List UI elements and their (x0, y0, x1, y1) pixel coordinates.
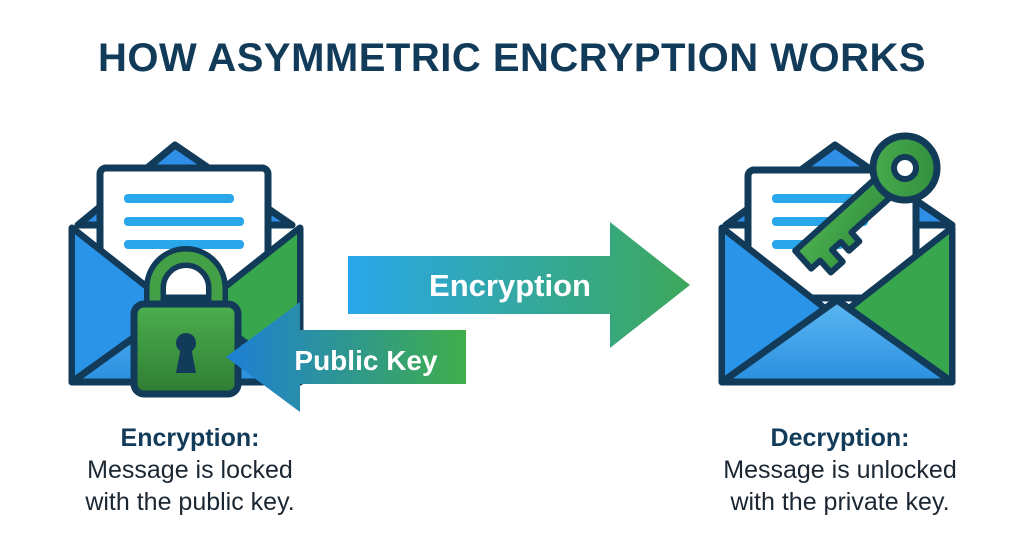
padlock-icon (130, 246, 242, 398)
public-key-label: Public Key (294, 345, 438, 376)
key-icon (792, 132, 941, 276)
encryption-caption: Encryption: Message is locked with the p… (40, 422, 340, 518)
left-letter-icon (96, 164, 272, 302)
decryption-caption: Decryption: Message is unlocked with the… (690, 422, 990, 518)
encryption-caption-line2: with the public key. (85, 488, 295, 516)
decryption-caption-heading: Decryption: (770, 424, 910, 452)
diagram-title: HOW ASYMMETRIC ENCRYPTION WORKS (97, 36, 927, 80)
decryption-caption-line1: Message is unlocked (723, 456, 957, 484)
encryption-arrow: Encryption (348, 222, 690, 348)
public-key-arrow: Public Key (226, 302, 466, 412)
encryption-caption-heading: Encryption: (120, 424, 260, 452)
decryption-caption-line2: with the private key. (730, 488, 950, 516)
encryption-caption-line1: Message is locked (87, 456, 293, 484)
encryption-label: Encryption (429, 268, 591, 303)
